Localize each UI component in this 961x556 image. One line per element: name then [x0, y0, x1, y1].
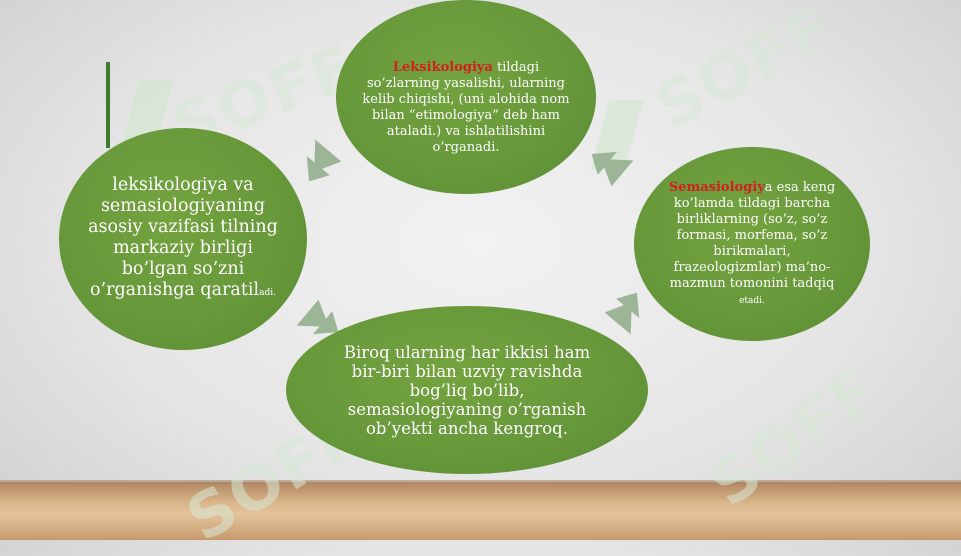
- accent-bar: [106, 62, 110, 148]
- cycle-node-left: leksikologiya va semasiologiyaning asosi…: [59, 128, 307, 350]
- node-right-small: etadi.: [739, 295, 765, 306]
- cycle-node-bottom: Biroq ularning har ikkisi ham bir-biri b…: [286, 306, 648, 474]
- arrow-icon: [296, 299, 339, 335]
- node-right-rest: a esa keng ko’lamda tildagi barcha birli…: [669, 179, 836, 291]
- arrow-icon: [306, 139, 342, 182]
- watermark-text: SOFF: [643, 0, 847, 144]
- cycle-node-right: Semasiologiya esa keng ko’lamda tildagi …: [634, 147, 870, 341]
- node-top-rest: tildagi so’zlarning yasalishi, ularning …: [362, 60, 570, 155]
- node-bottom-text: Biroq ularning har ikkisi ham bir-biri b…: [343, 342, 591, 438]
- arrow-icon: [591, 151, 634, 187]
- node-left-small: adi.: [259, 287, 276, 298]
- floor-edge-line: [0, 480, 961, 483]
- floor-background: [0, 482, 961, 540]
- node-left-main: leksikologiya va semasiologiyaning asosi…: [88, 174, 278, 300]
- node-left-text: leksikologiya va semasiologiyaning asosi…: [81, 175, 285, 304]
- cycle-node-top: Leksikologiya tildagi so’zlarning yasali…: [336, 0, 596, 194]
- node-top-text: Leksikologiya tildagi so’zlarning yasali…: [362, 60, 570, 156]
- node-top-highlight: Leksikologiya: [392, 60, 493, 75]
- node-right-text: Semasiologiya esa keng ko’lamda tildagi …: [660, 180, 844, 309]
- node-right-highlight: Semasiologiy: [668, 179, 765, 195]
- arrow-icon: [604, 292, 640, 335]
